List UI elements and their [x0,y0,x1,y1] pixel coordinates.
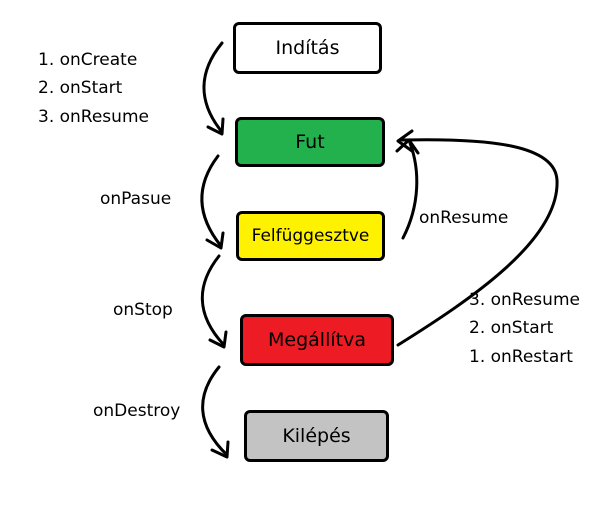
label-stop: onStop [113,300,173,320]
state-start: Indítás [233,22,382,74]
label-create-step-2: 2. onStart [38,78,123,98]
arrow-start-to-running [202,41,225,136]
label-restart-step-2: 2. onStart [469,318,554,338]
arrow-running-to-paused [200,154,225,250]
state-exit: Kilépés [244,410,389,462]
label-destroy: onDestroy [93,401,181,421]
label-resume: onResume [419,208,509,228]
label-create-step-3: 3. onResume [38,107,149,127]
label-restart-step-3: 1. onRestart [469,347,573,367]
state-paused: Felfüggesztve [236,211,385,261]
arrow-stopped-to-running [396,129,559,347]
label-restart-step-1: 3. onResume [469,290,580,310]
arrow-paused-to-stopped [200,254,228,349]
arrow-paused-to-running [395,138,420,240]
label-create-step-1: 1. onCreate [38,50,138,70]
label-pause: onPasue [100,189,172,209]
state-running: Fut [235,117,385,167]
state-stopped: Megállítva [240,314,394,366]
arrow-stopped-to-exit [201,365,230,459]
